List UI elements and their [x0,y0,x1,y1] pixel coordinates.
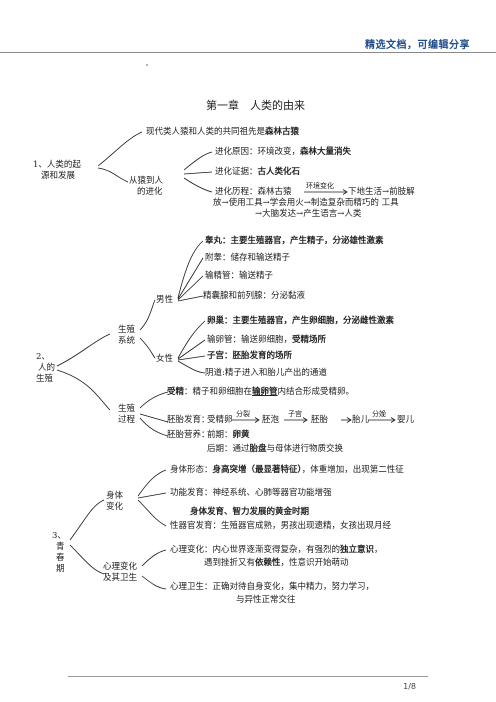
develop-node-blastocyst: 胚泡 [262,415,280,425]
develop-arrow-head [390,417,396,423]
connector [183,171,213,175]
s1-label-line2: 源和发展 [41,171,76,181]
connector [97,167,129,183]
mind-change-line1: 心理变化 [103,562,138,572]
connector [177,295,204,302]
male-item-1: 睾丸：主要生殖器官，产生精子，分泌雄性激素 [205,236,384,246]
process-label-line2: 过程 [118,415,136,425]
system-line2: 系统 [118,336,136,346]
page-number: 1/8 [403,682,416,691]
develop-arrow-label-uterus: 子宫 [288,410,302,418]
process-arrow-label: 环境变化 [306,182,334,190]
from-ape-line2: 的进化 [137,187,163,197]
male-item-3: 输精管：输送精子 [205,271,274,281]
ancestor-line: 现代类人猿和人类的共同祖先是森林古猿 [146,127,300,137]
connector [69,544,105,575]
male-label: 男性 [156,295,174,305]
nutrition-late: 后期：通过胎盘与母体进行物质交换 [207,444,344,454]
connector [141,549,167,567]
connector [177,339,206,360]
connector [69,499,105,541]
s3-label-line3: 春 [56,553,65,563]
connector [56,369,111,411]
process-arrow-head [342,189,348,195]
connector [183,151,213,171]
develop-arrow-label-birth: 分娩 [372,410,386,418]
shape-line: 身体形态：身高突增（最显著特征），体重增加，出现第二性征 [170,465,404,475]
connector [139,417,169,437]
page-header: 精选文档，可编辑分享 [0,0,496,58]
from-ape-line1: 从猿到人 [129,176,164,186]
connector [177,275,204,301]
connector [177,355,206,361]
female-item-3: 子宫：胚胎发育的场所 [207,351,293,361]
connector [137,492,167,499]
s2-label-line2: 人的 [38,363,56,373]
s3-label-line4: 期 [56,564,65,574]
connector [97,131,143,167]
connector [56,333,111,367]
develop-node-embryo: 胚胎 [311,415,329,425]
develop-node-infant: 婴儿 [397,415,415,425]
s2-label-line1: 2、 [36,352,50,362]
develop-arrow-head [254,417,260,423]
process-line1a: 进化历程：森林古猿 [215,187,292,197]
connector [177,240,204,299]
connector [177,257,204,300]
mind-change-line2: 及其卫生 [103,573,138,583]
system-line1: 生殖 [118,325,136,335]
connector [141,575,167,590]
nutrition-early: 前期：卵黄 [207,430,250,440]
function-line: 功能发育：神经系统、心肺等器官功能增强 [170,488,332,498]
s3-label-line2: 青 [56,542,65,552]
fertilization-line: 受精：精子和卵细胞在输卵管内结合形成受精卵。 [167,387,355,397]
female-item-1: 卵巢：主要生殖器官，产生卵细胞，分泌雌性激素 [207,316,395,326]
connector [183,177,213,193]
develop-arrow-head [346,417,352,423]
connector [139,337,156,359]
female-item-4: 阴道:精子进入和胎儿产出的通道 [205,368,327,378]
chapter-title: 第一章 人类的由来 [206,99,305,112]
s3-label-line1: 3、 [52,531,66,541]
body-change-line2: 变化 [106,502,124,512]
female-label: 女性 [156,354,174,364]
develop-label: 胚胎发育： [167,415,210,425]
process-label-line1: 生殖 [118,404,136,414]
male-item-4: 精囊腺和前列腺：分泌黏液 [203,291,306,301]
stray-dot [146,64,148,66]
connector [177,360,206,374]
sex-organ-line: 性器官发育：生殖器官成熟，男孩出现遗精，女孩出现月经 [170,521,392,531]
reason-line: 进化原因：环境改变，森林大量消失 [215,147,352,157]
process-line2: 放→使用工具→学会用火→制造复杂而精巧的 工具 [213,198,399,208]
s2-label-line3: 生殖 [36,374,54,384]
develop-node-fetus: 胎儿 [352,415,370,425]
connector [139,299,156,331]
connector [137,499,167,527]
develop-node-zygote: 受精卵 [207,415,233,425]
process-line3: →大脑发达→产生语言→人类 [255,209,362,219]
nutrition-label: 胚胎营养： [167,430,210,440]
connector [177,320,206,359]
develop-arrow-head [302,417,308,423]
body-change-line1: 身体 [106,491,124,501]
psych-line-b: 遇到挫折又有依赖性，性意识开始萌动 [204,558,349,568]
connector [137,469,167,497]
header-text: 精选文档，可编辑分享 [365,40,470,51]
s1-label-line1: 1、人类的起 [33,160,81,170]
process-line1b: 下地生活→前肢解 [348,187,415,197]
hygiene-line-a: 心理卫生：正确对待自身变化，集中精力，努力学习， [170,582,375,592]
golden-line: 身体发育、智力发展的黄金时期 [190,507,310,517]
connector [139,391,169,409]
female-item-2: 输卵管：输送卵细胞，受精场所 [207,335,327,345]
header-divider [0,52,496,53]
hygiene-line-b: 与异性正常交往 [236,595,296,605]
footer-divider [68,676,428,677]
connector [139,413,169,423]
psych-line-a: 心理变化：内心世界逐渐变得复杂，有强烈的独立意识， [170,545,383,555]
evidence-line: 进化证据：古人类化石 [215,167,301,177]
male-item-2: 附睾：储存和输送精子 [205,253,291,263]
develop-arrow-label-divide: 分裂 [236,410,250,418]
